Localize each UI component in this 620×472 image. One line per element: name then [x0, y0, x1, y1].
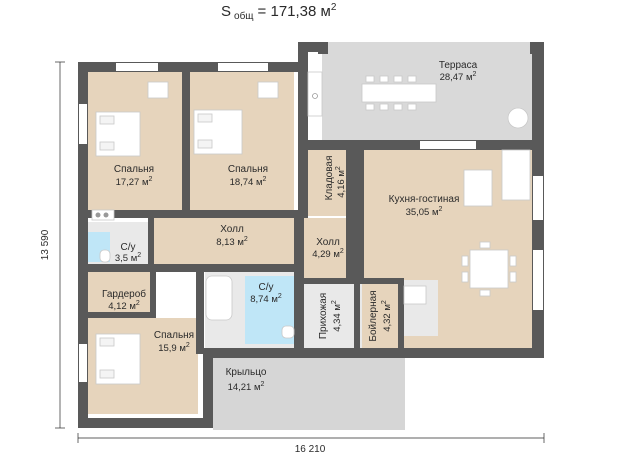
svg-text:Гардероб: Гардероб — [102, 288, 146, 300]
lounge-chair-icon — [507, 107, 529, 129]
room-label-bath1: С/у 3,5 м2 — [115, 242, 141, 264]
svg-text:16 210: 16 210 — [295, 444, 326, 455]
grill-icon — [307, 71, 323, 117]
svg-text:18,74 м2: 18,74 м2 — [230, 176, 267, 188]
room-label-boiler: Бойлерная 4,32 м2 — [368, 290, 393, 341]
room-label-bedroom2: Спальня 18,74 м2 — [228, 164, 268, 188]
dimension-height: 13 590 — [40, 61, 65, 429]
svg-text:Холл: Холл — [220, 224, 244, 235]
svg-text:С/у: С/у — [259, 282, 274, 293]
entry-floor — [304, 284, 356, 348]
dimension-width: 16 210 — [77, 433, 545, 455]
svg-text:Кладовая: Кладовая — [324, 156, 335, 201]
washbasin-icon — [91, 209, 115, 221]
nightstand-icon — [147, 81, 169, 99]
toilet-icon — [281, 325, 295, 339]
pantry-floor — [308, 150, 348, 216]
svg-text:35,05 м2: 35,05 м2 — [406, 206, 443, 218]
bed-icon — [193, 109, 243, 155]
room-label-hall2: Холл 4,29 м2 — [312, 237, 344, 260]
porch-floor — [213, 355, 405, 430]
room-label-terrace: Терраса 28,47 м2 — [439, 60, 478, 83]
svg-text:14,21 м2: 14,21 м2 — [228, 381, 265, 393]
svg-text:Прихожая: Прихожая — [318, 293, 329, 339]
svg-text:Спальня: Спальня — [228, 164, 268, 175]
room-label-bedroom3: Спальня 15,9 м2 — [154, 330, 194, 354]
svg-text:Терраса: Терраса — [439, 60, 478, 71]
room-label-bath2: С/у 8,74 м2 — [250, 282, 282, 305]
nightstand-icon — [257, 81, 279, 99]
stove-icon — [403, 285, 427, 305]
bed-icon — [95, 111, 141, 157]
svg-text:13 590: 13 590 — [40, 229, 51, 260]
svg-text:Бойлерная: Бойлерная — [368, 290, 379, 341]
windows — [79, 63, 543, 382]
svg-text:Спальня: Спальня — [154, 330, 194, 341]
room-label-pantry: Кладовая 4,16 м2 — [324, 156, 347, 201]
toilet-icon — [99, 249, 111, 263]
grill-vent-icon — [312, 93, 318, 99]
svg-text:4,29 м2: 4,29 м2 — [312, 248, 344, 260]
svg-text:4,16 м2: 4,16 м2 — [335, 166, 347, 198]
svg-text:15,9 м2: 15,9 м2 — [158, 342, 190, 354]
room-label-wardrobe: Гардероб 4,12 м2 — [102, 288, 146, 312]
svg-text:С/у: С/у — [121, 242, 136, 253]
svg-text:8,13 м2: 8,13 м2 — [216, 236, 248, 248]
svg-text:Крыльцо: Крыльцо — [226, 367, 267, 378]
room-label-bedroom1: Спальня 17,27 м2 — [114, 164, 154, 188]
hall1-floor — [152, 218, 300, 264]
bathtub-icon — [205, 275, 233, 321]
kitchen-island-icon — [463, 169, 493, 207]
svg-text:4,12 м2: 4,12 м2 — [108, 300, 140, 312]
svg-text:28,47 м2: 28,47 м2 — [440, 71, 477, 83]
dining-table-icon — [461, 241, 517, 297]
terrace-table-icon — [361, 75, 437, 111]
svg-text:Спальня: Спальня — [114, 164, 154, 175]
svg-text:4,34 м2: 4,34 м2 — [331, 300, 343, 332]
svg-text:Кухня-гостиная: Кухня-гостиная — [389, 194, 460, 205]
wardrobe-floor — [88, 272, 150, 314]
bed-icon — [95, 333, 141, 385]
svg-text:4,32 м2: 4,32 м2 — [381, 300, 393, 332]
room-label-porch: Крыльцо 14,21 м2 — [226, 367, 267, 393]
room-label-entry: Прихожая 4,34 м2 — [318, 293, 343, 339]
svg-text:17,27 м2: 17,27 м2 — [116, 176, 153, 188]
sofa-icon — [501, 149, 531, 201]
svg-text:3,5 м2: 3,5 м2 — [115, 252, 141, 264]
room-label-hall1: Холл 8,13 м2 — [216, 224, 248, 248]
room-label-kitchen: Кухня-гостиная 35,05 м2 — [389, 194, 460, 218]
svg-text:8,74 м2: 8,74 м2 — [250, 293, 282, 305]
svg-text:Холл: Холл — [316, 237, 340, 248]
